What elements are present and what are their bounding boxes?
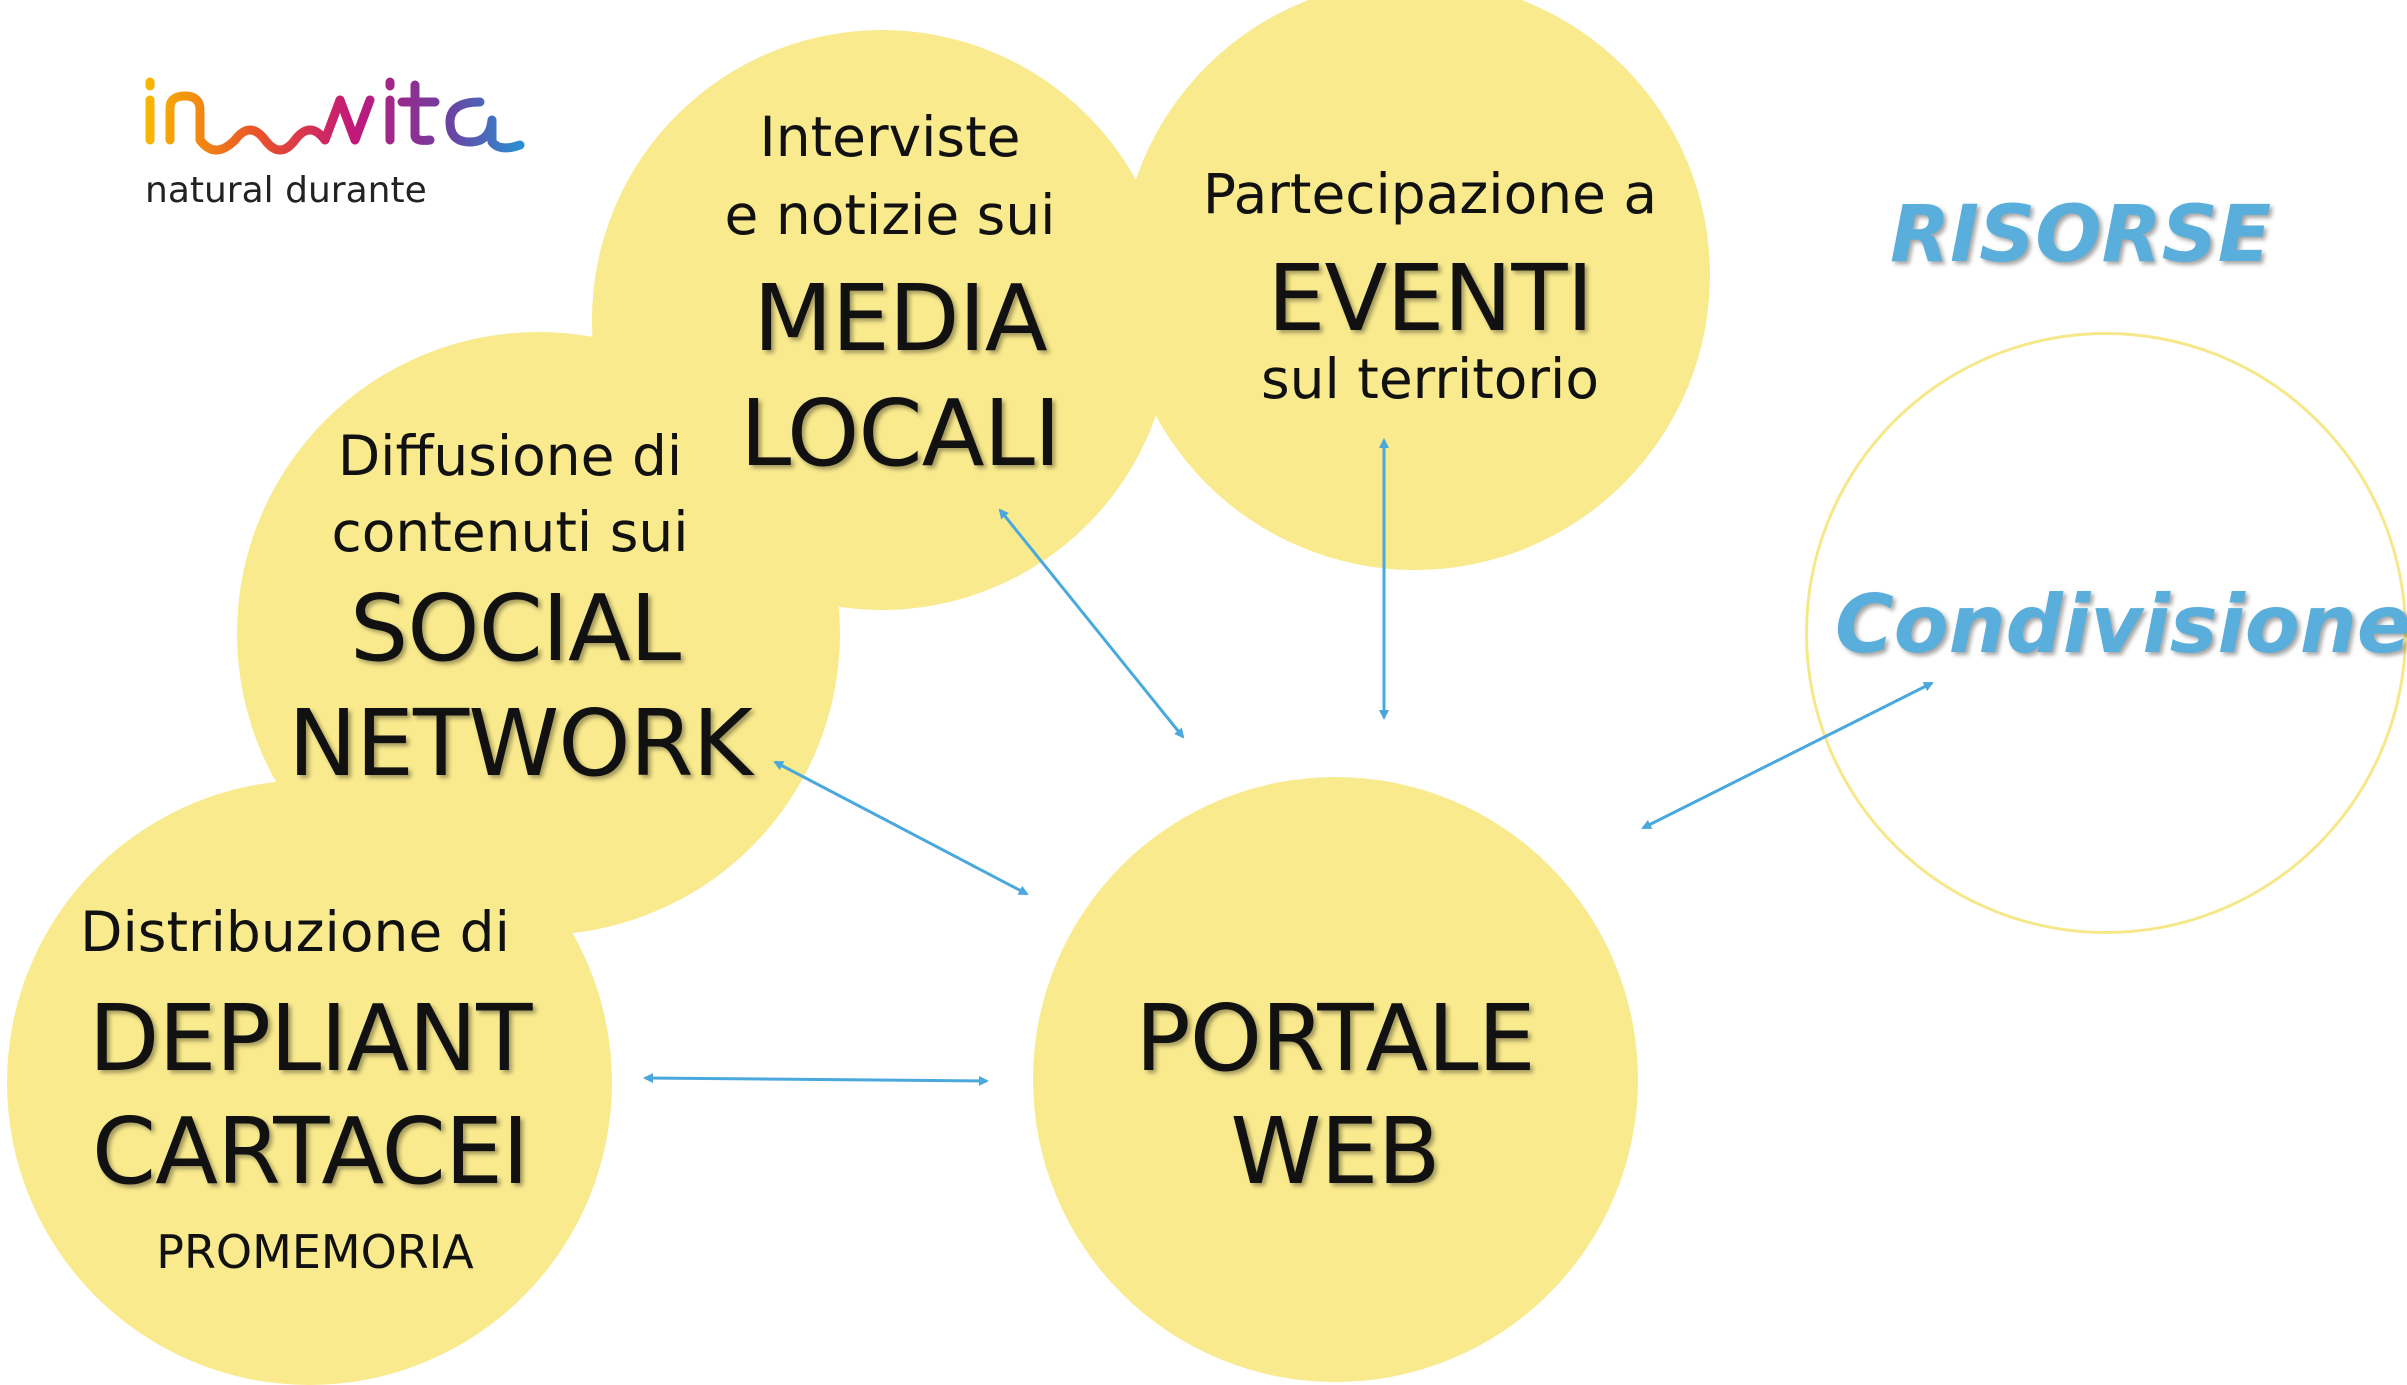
arrow-media-portale bbox=[998, 508, 1185, 739]
innovita-wordmark bbox=[145, 77, 525, 155]
depliant-circle bbox=[7, 780, 612, 1385]
condivisione-circle bbox=[1805, 332, 2407, 934]
depliant-title-1: DEPLIANT bbox=[88, 985, 533, 1092]
social-line1: Diffusione di bbox=[337, 424, 683, 488]
portale-title-2: WEB bbox=[1230, 1098, 1440, 1205]
media-line2: e notizie sui bbox=[724, 183, 1056, 247]
social-title-1: SOCIAL bbox=[349, 575, 681, 682]
media-line1: Interviste bbox=[759, 105, 1021, 169]
depliant-line1: Distribuzione di bbox=[80, 900, 510, 964]
eventi-line2: sul territorio bbox=[1261, 347, 1599, 411]
arrow-portale-condivisione bbox=[1641, 681, 1934, 830]
depliant-title-2: CARTACEI bbox=[91, 1098, 529, 1205]
eventi-title: EVENTI bbox=[1267, 245, 1593, 352]
condivisione-label: Condivisione bbox=[1835, 578, 2407, 671]
arrow-social-portale bbox=[773, 760, 1029, 896]
social-line2: contenuti sui bbox=[331, 500, 689, 564]
portale-title-1: PORTALE bbox=[1135, 985, 1536, 1092]
risorse-title: RISORSE bbox=[1890, 190, 2272, 280]
media-title-2: LOCALI bbox=[740, 380, 1061, 487]
social-title-2: NETWORK bbox=[288, 690, 753, 797]
eventi-circle bbox=[1120, 0, 1710, 570]
portale-circle bbox=[1033, 777, 1638, 1382]
innovita-logo bbox=[140, 60, 580, 174]
logo-tagline: natural durante bbox=[145, 170, 427, 211]
arrow-depliant-portale bbox=[643, 1073, 989, 1086]
media-title-1: MEDIA bbox=[753, 265, 1047, 372]
eventi-line1: Partecipazione a bbox=[1202, 162, 1658, 226]
depliant-promemoria: PROMEMORIA bbox=[156, 1225, 474, 1279]
